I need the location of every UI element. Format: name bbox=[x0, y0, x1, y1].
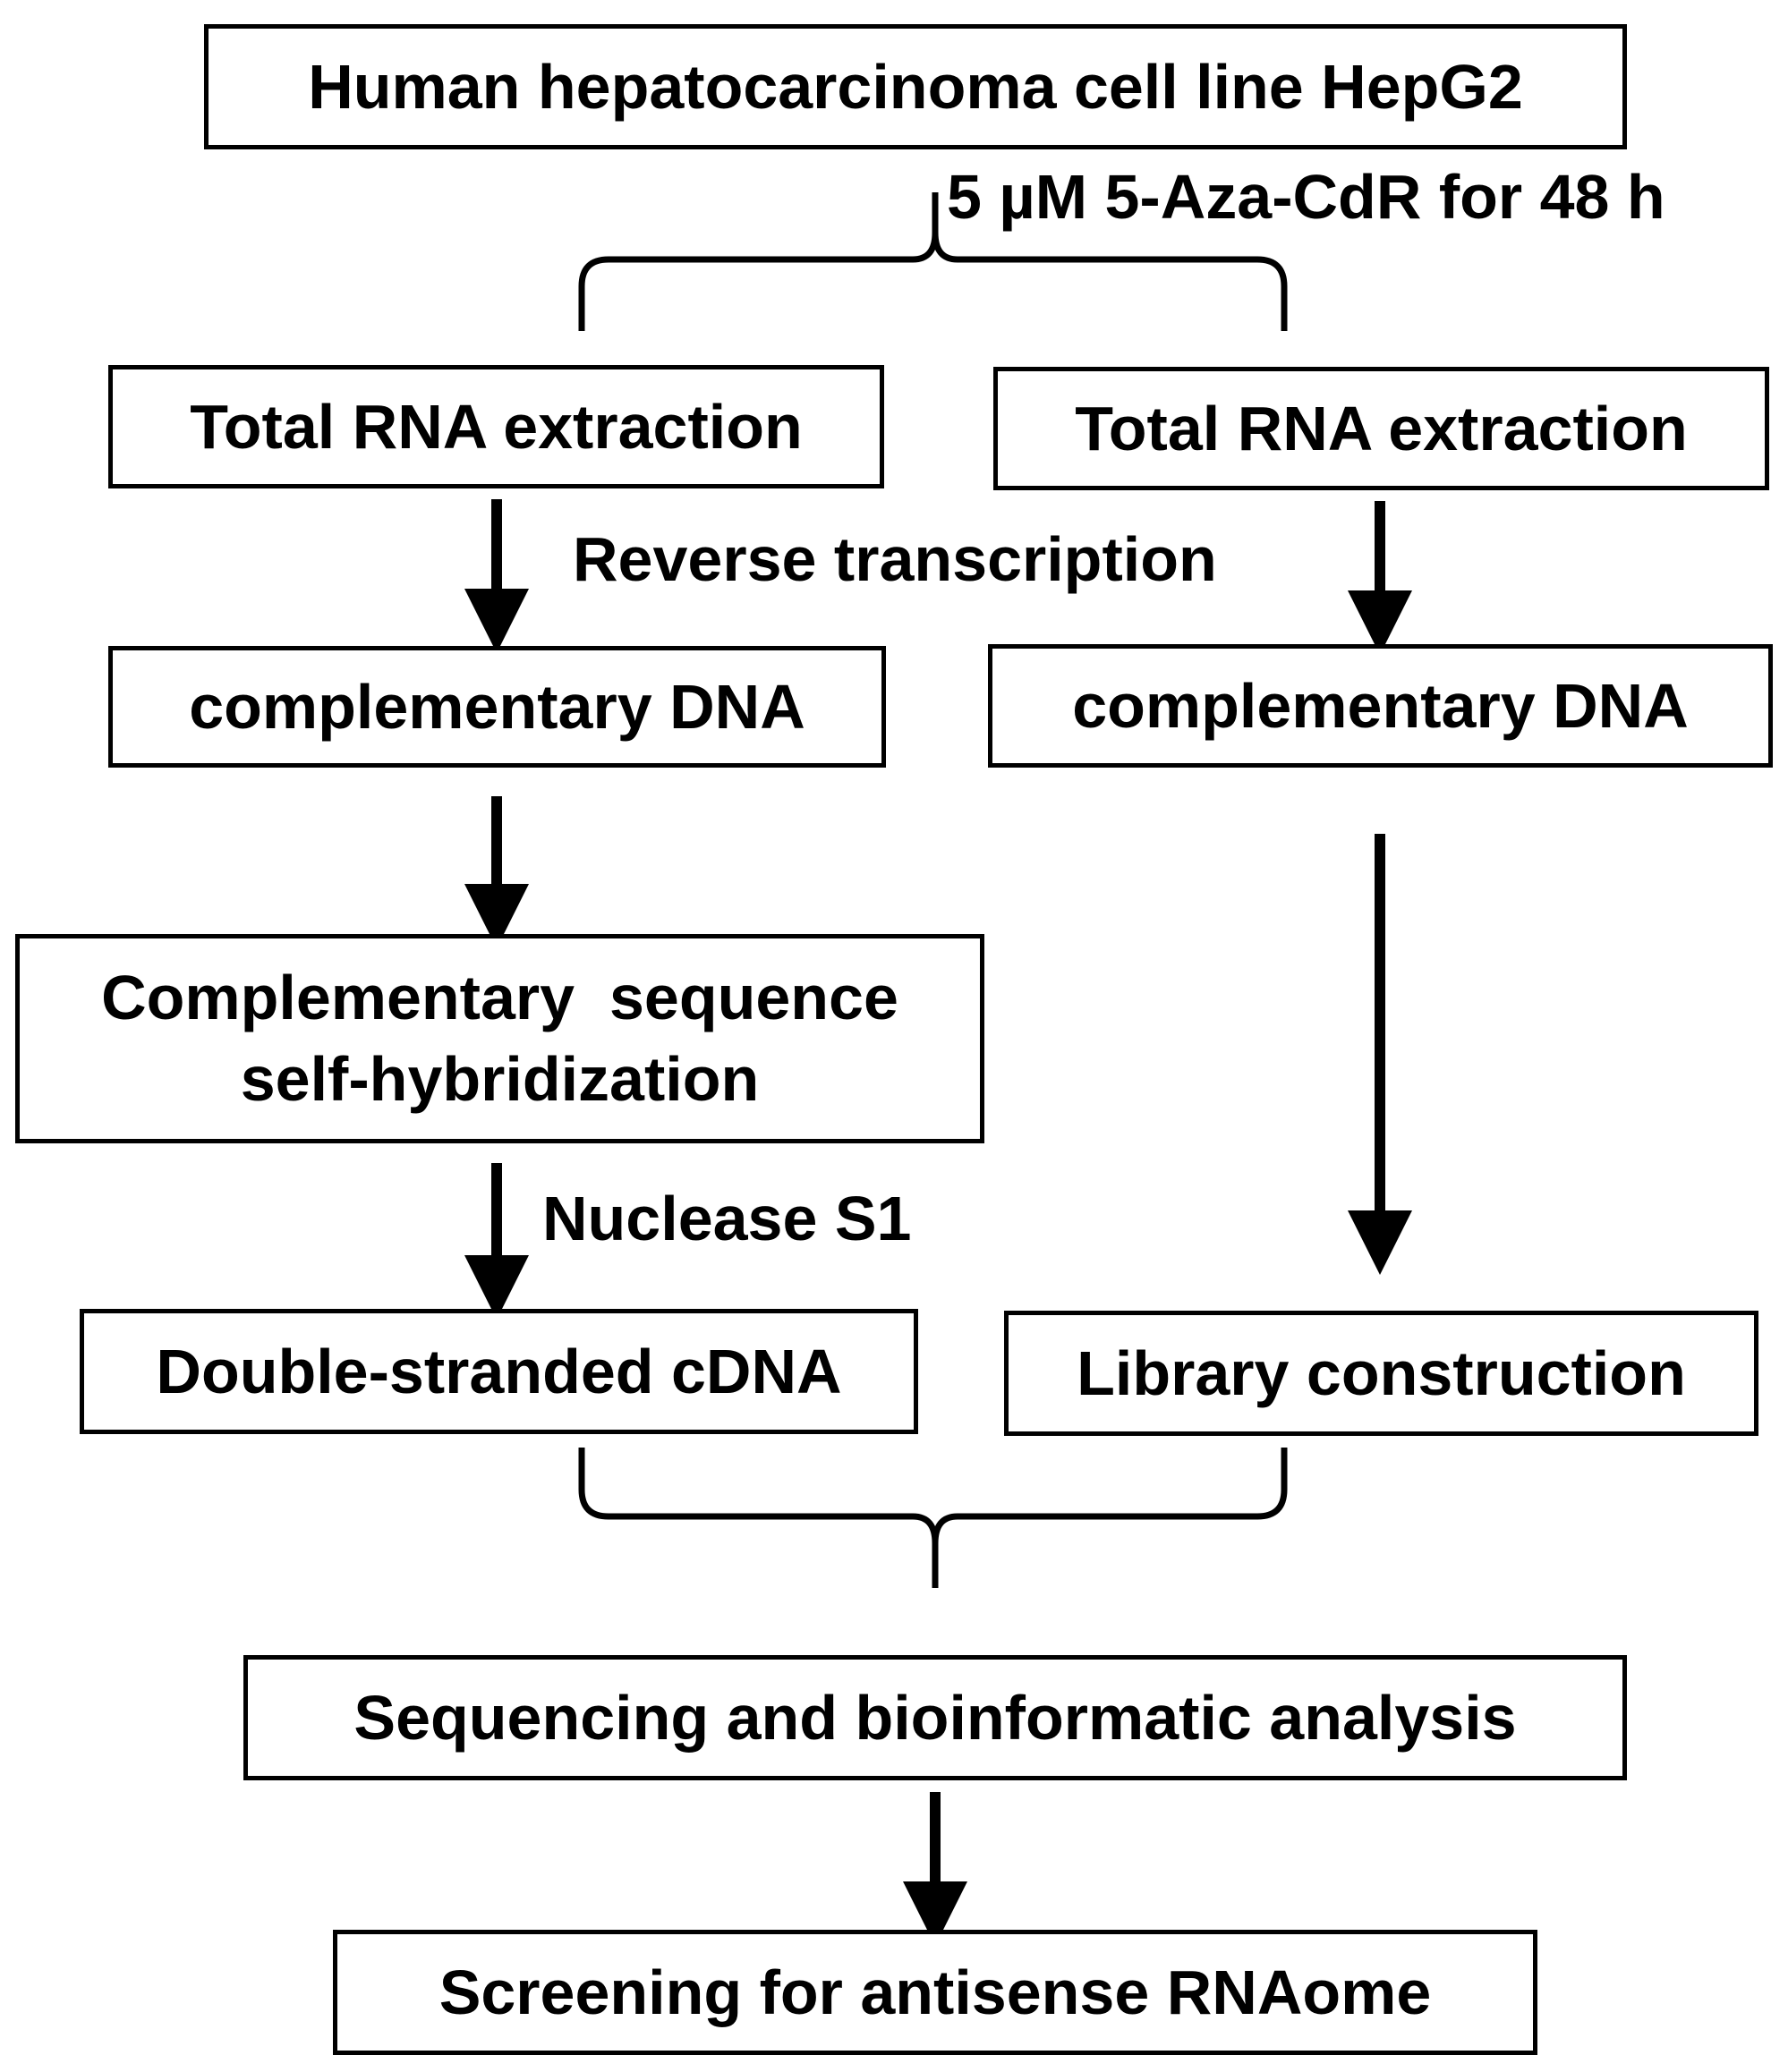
double-stranded-cdna-box: Double-stranded cDNA bbox=[80, 1309, 918, 1434]
sequencing-box: Sequencing and bioinformatic analysis bbox=[243, 1655, 1627, 1780]
split-brace bbox=[578, 192, 1288, 331]
right-rna-extraction-box: Total RNA extraction bbox=[993, 367, 1769, 490]
title-box: Human hepatocarcinoma cell line HepG2 bbox=[204, 24, 1627, 149]
library-construction-box: Library construction bbox=[1004, 1311, 1758, 1436]
screening-box: Screening for antisense RNAome bbox=[333, 1930, 1537, 2055]
reverse-transcription-label: Reverse transcription bbox=[573, 524, 1217, 594]
left-rna-extraction-box: Total RNA extraction bbox=[108, 365, 884, 488]
right-cdna-box: complementary DNA bbox=[988, 644, 1773, 768]
self-hybridization-line1: Complementary sequence bbox=[101, 963, 898, 1032]
self-hybridization-line2: self-hybridization bbox=[240, 1044, 760, 1114]
treatment-label: 5 µM 5-Aza-CdR for 48 h bbox=[947, 162, 1665, 232]
self-hybridization-box: Complementary sequence self-hybridizatio… bbox=[15, 934, 984, 1143]
merge-brace bbox=[578, 1448, 1288, 1588]
nuclease-label: Nuclease S1 bbox=[542, 1184, 912, 1253]
left-cdna-box: complementary DNA bbox=[108, 646, 886, 768]
